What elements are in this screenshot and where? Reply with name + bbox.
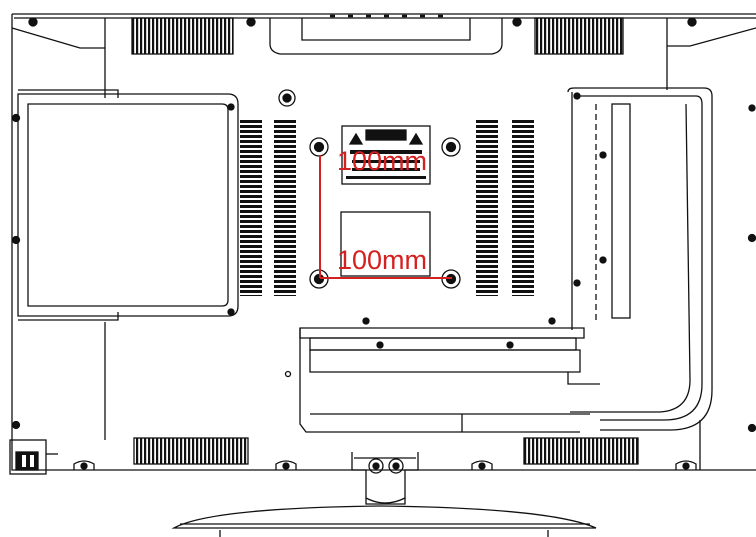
right-side-module	[567, 87, 713, 431]
left-vents	[240, 118, 296, 296]
vesa-dimension-lines	[319, 155, 452, 279]
bottom-right-vent	[523, 437, 639, 465]
bottom-left-vent	[133, 437, 249, 465]
rating-label	[340, 211, 431, 277]
tv-back-panel	[11, 13, 756, 471]
small-hole	[284, 370, 292, 378]
top-center-knob	[278, 89, 296, 107]
bottom-cable-cover	[299, 327, 600, 433]
top-left-vent	[131, 17, 234, 55]
vertical-dimension-label: 100mm	[337, 245, 427, 275]
stand-base	[171, 505, 597, 537]
right-vents	[476, 118, 534, 296]
stand	[351, 452, 419, 505]
left-hand-grip	[17, 89, 239, 321]
warning-label	[341, 125, 431, 185]
power-socket	[9, 439, 58, 475]
screws	[11, 17, 756, 433]
horizontal-dimension-label: 100mm	[337, 146, 427, 176]
bottom-clips	[73, 460, 697, 470]
top-right-vent	[534, 17, 624, 55]
top-handle	[269, 14, 503, 55]
